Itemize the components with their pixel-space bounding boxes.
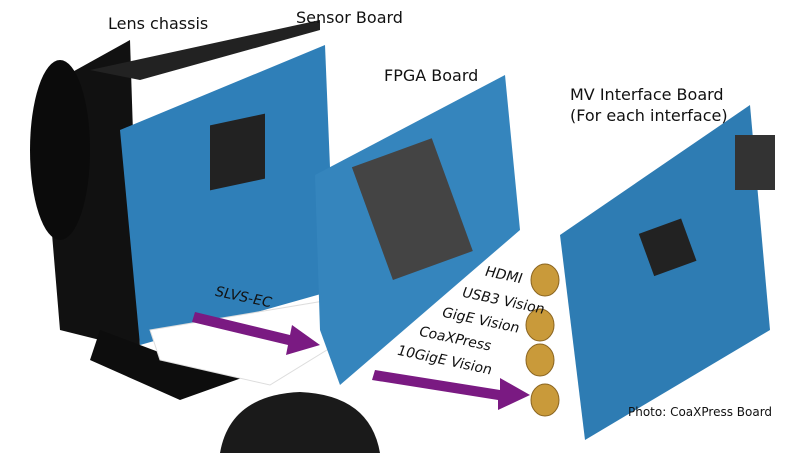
label-mv-interface-note: (For each interface) xyxy=(570,106,728,125)
interface-arrow xyxy=(372,370,530,410)
photo-caption: Photo: CoaXPress Board xyxy=(628,405,773,419)
label-fpga-board: FPGA Board xyxy=(384,66,479,85)
label-sensor-board: Sensor Board xyxy=(296,8,403,27)
slvs-ec-arrow xyxy=(192,312,320,355)
tripod-mount xyxy=(220,392,380,453)
bnc-connectors xyxy=(525,263,560,417)
fpga-board xyxy=(315,75,520,385)
mv-interface-board xyxy=(560,105,775,440)
sensor-board xyxy=(120,45,335,345)
paper-sheet xyxy=(149,299,336,386)
label-mv-interface-board: MV Interface Board xyxy=(570,85,724,104)
label-lens-chassis: Lens chassis xyxy=(108,14,209,33)
